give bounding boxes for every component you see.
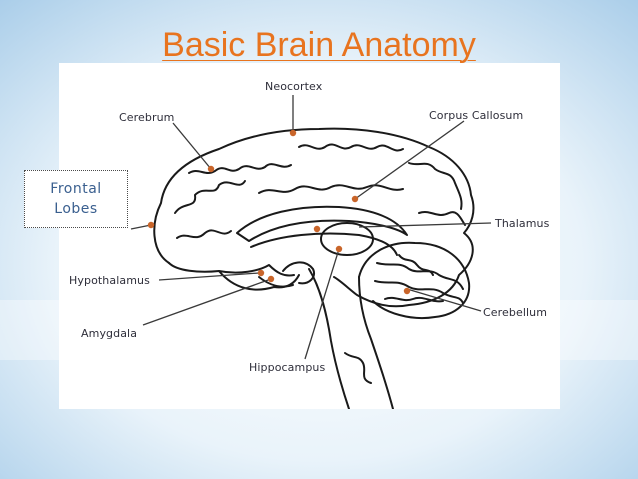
brain-diagram xyxy=(130,95,492,409)
label-neocortex: Neocortex xyxy=(265,80,323,93)
label-thalamus: Thalamus xyxy=(495,217,550,230)
marker-dot-cerebellum xyxy=(403,287,411,295)
label-hippocampus: Hippocampus xyxy=(249,361,326,374)
slide-title: Basic Brain Anatomy xyxy=(162,26,476,64)
label-cerebellum: Cerebellum xyxy=(483,306,548,319)
marker-dot-thalamus xyxy=(335,245,343,253)
marker-dot-hypothalamus xyxy=(257,269,265,277)
marker-dot-amygdala xyxy=(267,275,275,283)
callout-line-2: Lobes xyxy=(54,201,98,217)
marker-dot-corpus-callosum xyxy=(351,195,359,203)
frontal-lobes-callout: Frontal Lobes xyxy=(24,170,128,228)
marker-dot-cerebrum xyxy=(207,165,215,173)
corpus-callosum-shape xyxy=(236,205,408,242)
hippocampus-shape xyxy=(282,261,315,285)
callout-line-1: Frontal xyxy=(50,181,102,197)
marker-dots xyxy=(147,129,411,295)
thalamus-shape xyxy=(320,222,374,256)
label-amygdala: Amygdala xyxy=(81,327,138,340)
label-cerebrum: Cerebrum xyxy=(119,111,175,124)
brainstem xyxy=(308,268,350,409)
marker-dot-hippocampus xyxy=(313,225,321,233)
label-corpus-callosum: Corpus Callosum xyxy=(429,109,524,122)
marker-dot-neocortex xyxy=(289,129,297,137)
cerebellum-shape xyxy=(358,241,471,319)
temporal-lobe xyxy=(168,262,295,277)
label-hypothalamus: Hypothalamus xyxy=(69,274,150,287)
marker-dot-frontal xyxy=(147,221,155,229)
diagram-panel: Neocortex Cerebrum Corpus Callosum Thala… xyxy=(59,63,560,409)
brain-outline xyxy=(153,127,475,308)
